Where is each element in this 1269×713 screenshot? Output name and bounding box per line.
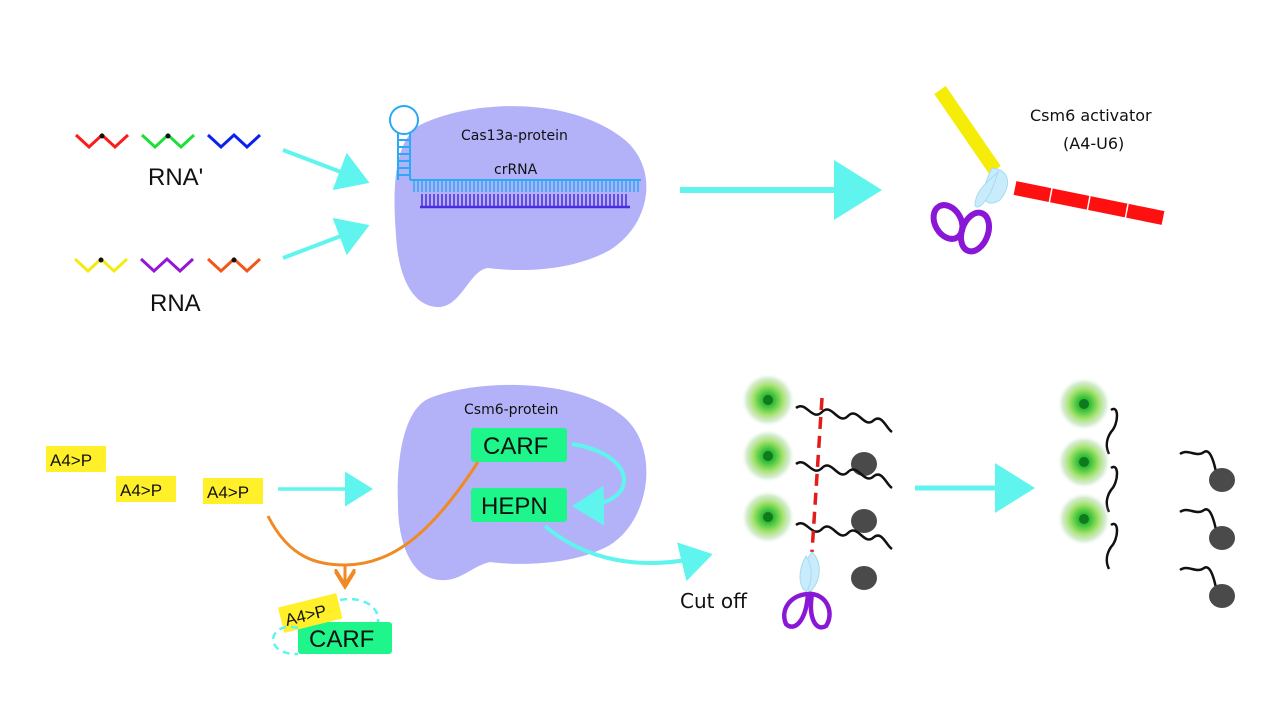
rna-prime-strand-blue: [206, 132, 262, 150]
quencher-icon: [1209, 584, 1235, 608]
crrna-teeth: [413, 180, 639, 192]
orange-path-from-carf: [344, 461, 480, 567]
svg-text:A4>P: A4>P: [207, 483, 249, 502]
rna-strand-purple: [139, 256, 195, 274]
cleaved-quencher-1: [1179, 450, 1235, 492]
reporter-panel-after: [1057, 377, 1235, 608]
cleaved-fluorophore-3: [1057, 492, 1119, 570]
arrow-rna-to-cas13a: [282, 217, 370, 260]
svg-text:HEPN: HEPN: [481, 493, 548, 520]
activator-red-segment: [1013, 181, 1165, 225]
svg-text:CARF: CARF: [309, 626, 374, 653]
cut-scissors-icon: [782, 551, 832, 630]
activator-label-line2: (A4-U6): [1063, 134, 1124, 153]
csm6-activator: Csm6 activator (A4-U6): [930, 86, 1165, 255]
crrna-label: crRNA: [494, 162, 538, 178]
quencher-icon: [1209, 526, 1235, 550]
quencher-icon: [851, 509, 877, 533]
rna-group: RNA: [73, 256, 262, 317]
csm6-protein-blob: [397, 384, 647, 581]
rna-prime-group: RNA': [74, 132, 262, 191]
orange-path-from-a4p: [266, 515, 346, 567]
svg-text:A4>P: A4>P: [50, 451, 92, 470]
a4p-tag-3: A4>P: [203, 478, 263, 504]
cleaved-fluorophore-1: [1057, 377, 1119, 455]
rna-label: RNA: [150, 290, 201, 317]
quencher-icon: [1209, 468, 1235, 492]
hepn-domain: HEPN: [471, 488, 567, 522]
arrow-rna-prime-to-cas13a: [282, 148, 370, 191]
quencher-icon: [851, 452, 877, 476]
carf-a4p-complex: CARF A4>P: [272, 593, 392, 656]
activator-label-line1: Csm6 activator: [1030, 106, 1152, 125]
a4p-tag-1: A4>P: [46, 446, 106, 472]
arrow-hepn-to-reporters: [543, 524, 713, 582]
carf-domain: CARF: [471, 428, 567, 462]
a4p-tag-2: A4>P: [116, 476, 176, 502]
cut-off-label: Cut off: [680, 589, 748, 613]
scissors-icon: [930, 167, 1008, 255]
arrow-carf-to-hepn: [571, 442, 626, 526]
activator-yellow-segment: [934, 86, 1001, 174]
svg-text:CARF: CARF: [483, 433, 548, 460]
reporter-molecule-before-2: [741, 429, 893, 533]
target-rna-teeth: [421, 194, 627, 207]
rna-prime-label: RNA': [148, 164, 203, 191]
cut-line: [810, 397, 824, 553]
cas13a-label: Cas13a-protein: [461, 128, 568, 144]
reporter-panel-before: [741, 373, 893, 590]
csm6-protein-label: Csm6-protein: [464, 402, 558, 418]
quencher-icon: [851, 566, 877, 590]
svg-text:A4>P: A4>P: [120, 481, 162, 500]
cleaved-quencher-3: [1179, 566, 1235, 608]
cleaved-quencher-2: [1179, 508, 1235, 550]
